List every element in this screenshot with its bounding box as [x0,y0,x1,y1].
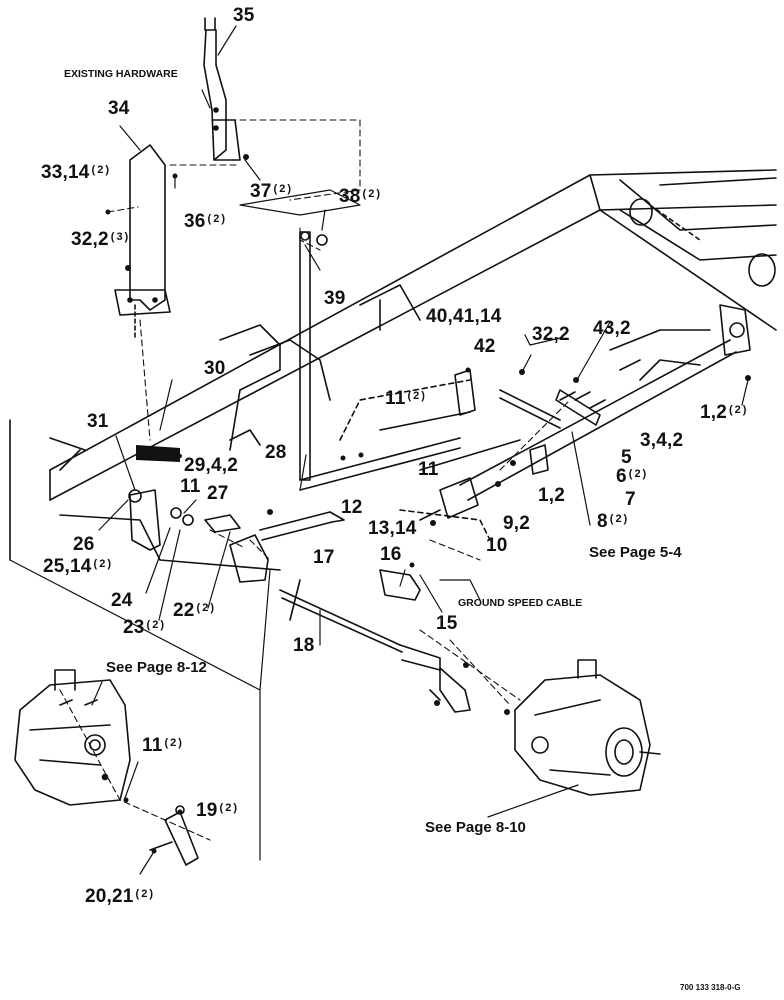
note-existing-hardware: EXISTING HARDWARE [64,68,178,80]
linkage-rod [299,231,328,481]
note-ground-speed-cable: GROUND SPEED CABLE [458,597,583,609]
callout-30: 30 [204,358,226,379]
drawing-number: 700 133 318-0-G [680,983,741,992]
callout-40-41-14: 40,41,14 [426,306,502,327]
lower-lever-bracket [149,805,199,866]
callout-43-2: 43,2 [593,318,631,339]
shafts-and-rods [259,304,751,671]
callout-6: 6(2) [616,466,649,487]
callout-18: 18 [293,635,315,656]
callout-25-14: 25,14(2) [43,556,113,577]
right-hydraulic-pump [514,659,661,796]
callout-1-2-mid: 1,2 [538,485,566,506]
left-hydraulic-pump [14,669,131,806]
note-see-page-5-4: See Page 5-4 [589,544,682,561]
callout-29-4-2: 29,4,2 [184,455,239,476]
callout-5: 5 [621,447,632,468]
callout-37: 37(2) [250,181,293,202]
callout-36: 36(2) [184,211,227,232]
callout-11-upper: 11(2) [385,388,427,409]
callout-32-2-right: 32,2 [532,324,570,345]
callout-19: 19(2) [196,800,239,821]
callout-1-2-right: 1,2(2) [700,402,749,423]
pivot-brackets [49,429,471,713]
callout-13-14: 13,14 [368,518,417,539]
callout-34: 34 [108,98,130,119]
callout-15: 15 [436,613,458,634]
callout-20-21: 20,21(2) [85,886,155,907]
handle-mount-bracket [114,144,171,341]
leader-arrows [91,25,749,875]
callout-17: 17 [313,547,335,568]
callout-28: 28 [265,442,287,463]
frame-hole [748,253,776,287]
hardware-fasteners [105,154,751,854]
callout-10: 10 [486,535,508,556]
callout-32-2-left: 32,2(3) [71,229,131,250]
frame-hole [629,198,653,226]
callout-8: 8(2) [597,511,630,532]
machine-frame [9,169,777,621]
callout-33-14: 33,14(2) [41,162,111,183]
callout-42: 42 [474,336,496,357]
callout-7: 7 [625,489,636,510]
callout-11-mid-left: 11 [180,476,201,497]
callout-11-mid-right: 11 [418,459,439,480]
callout-26: 26 [73,534,95,555]
callout-35: 35 [233,5,255,26]
callout-11-lower: 11(2) [142,735,184,756]
callout-12: 12 [341,497,363,518]
callout-31: 31 [87,411,109,432]
callout-16: 16 [380,544,402,565]
callout-27: 27 [207,483,229,504]
note-see-page-8-12: See Page 8-12 [106,659,207,676]
callout-24: 24 [111,590,133,611]
callout-3-4-2: 3,4,2 [640,430,684,451]
callout-23: 23(2) [123,617,166,638]
callout-22: 22(2) [173,600,216,621]
callout-38: 38(2) [339,186,382,207]
control-handle [203,17,241,161]
callout-39: 39 [324,288,346,309]
callout-9-2: 9,2 [503,513,531,534]
note-see-page-8-10: See Page 8-10 [425,819,526,836]
panel-outlines [9,189,561,861]
